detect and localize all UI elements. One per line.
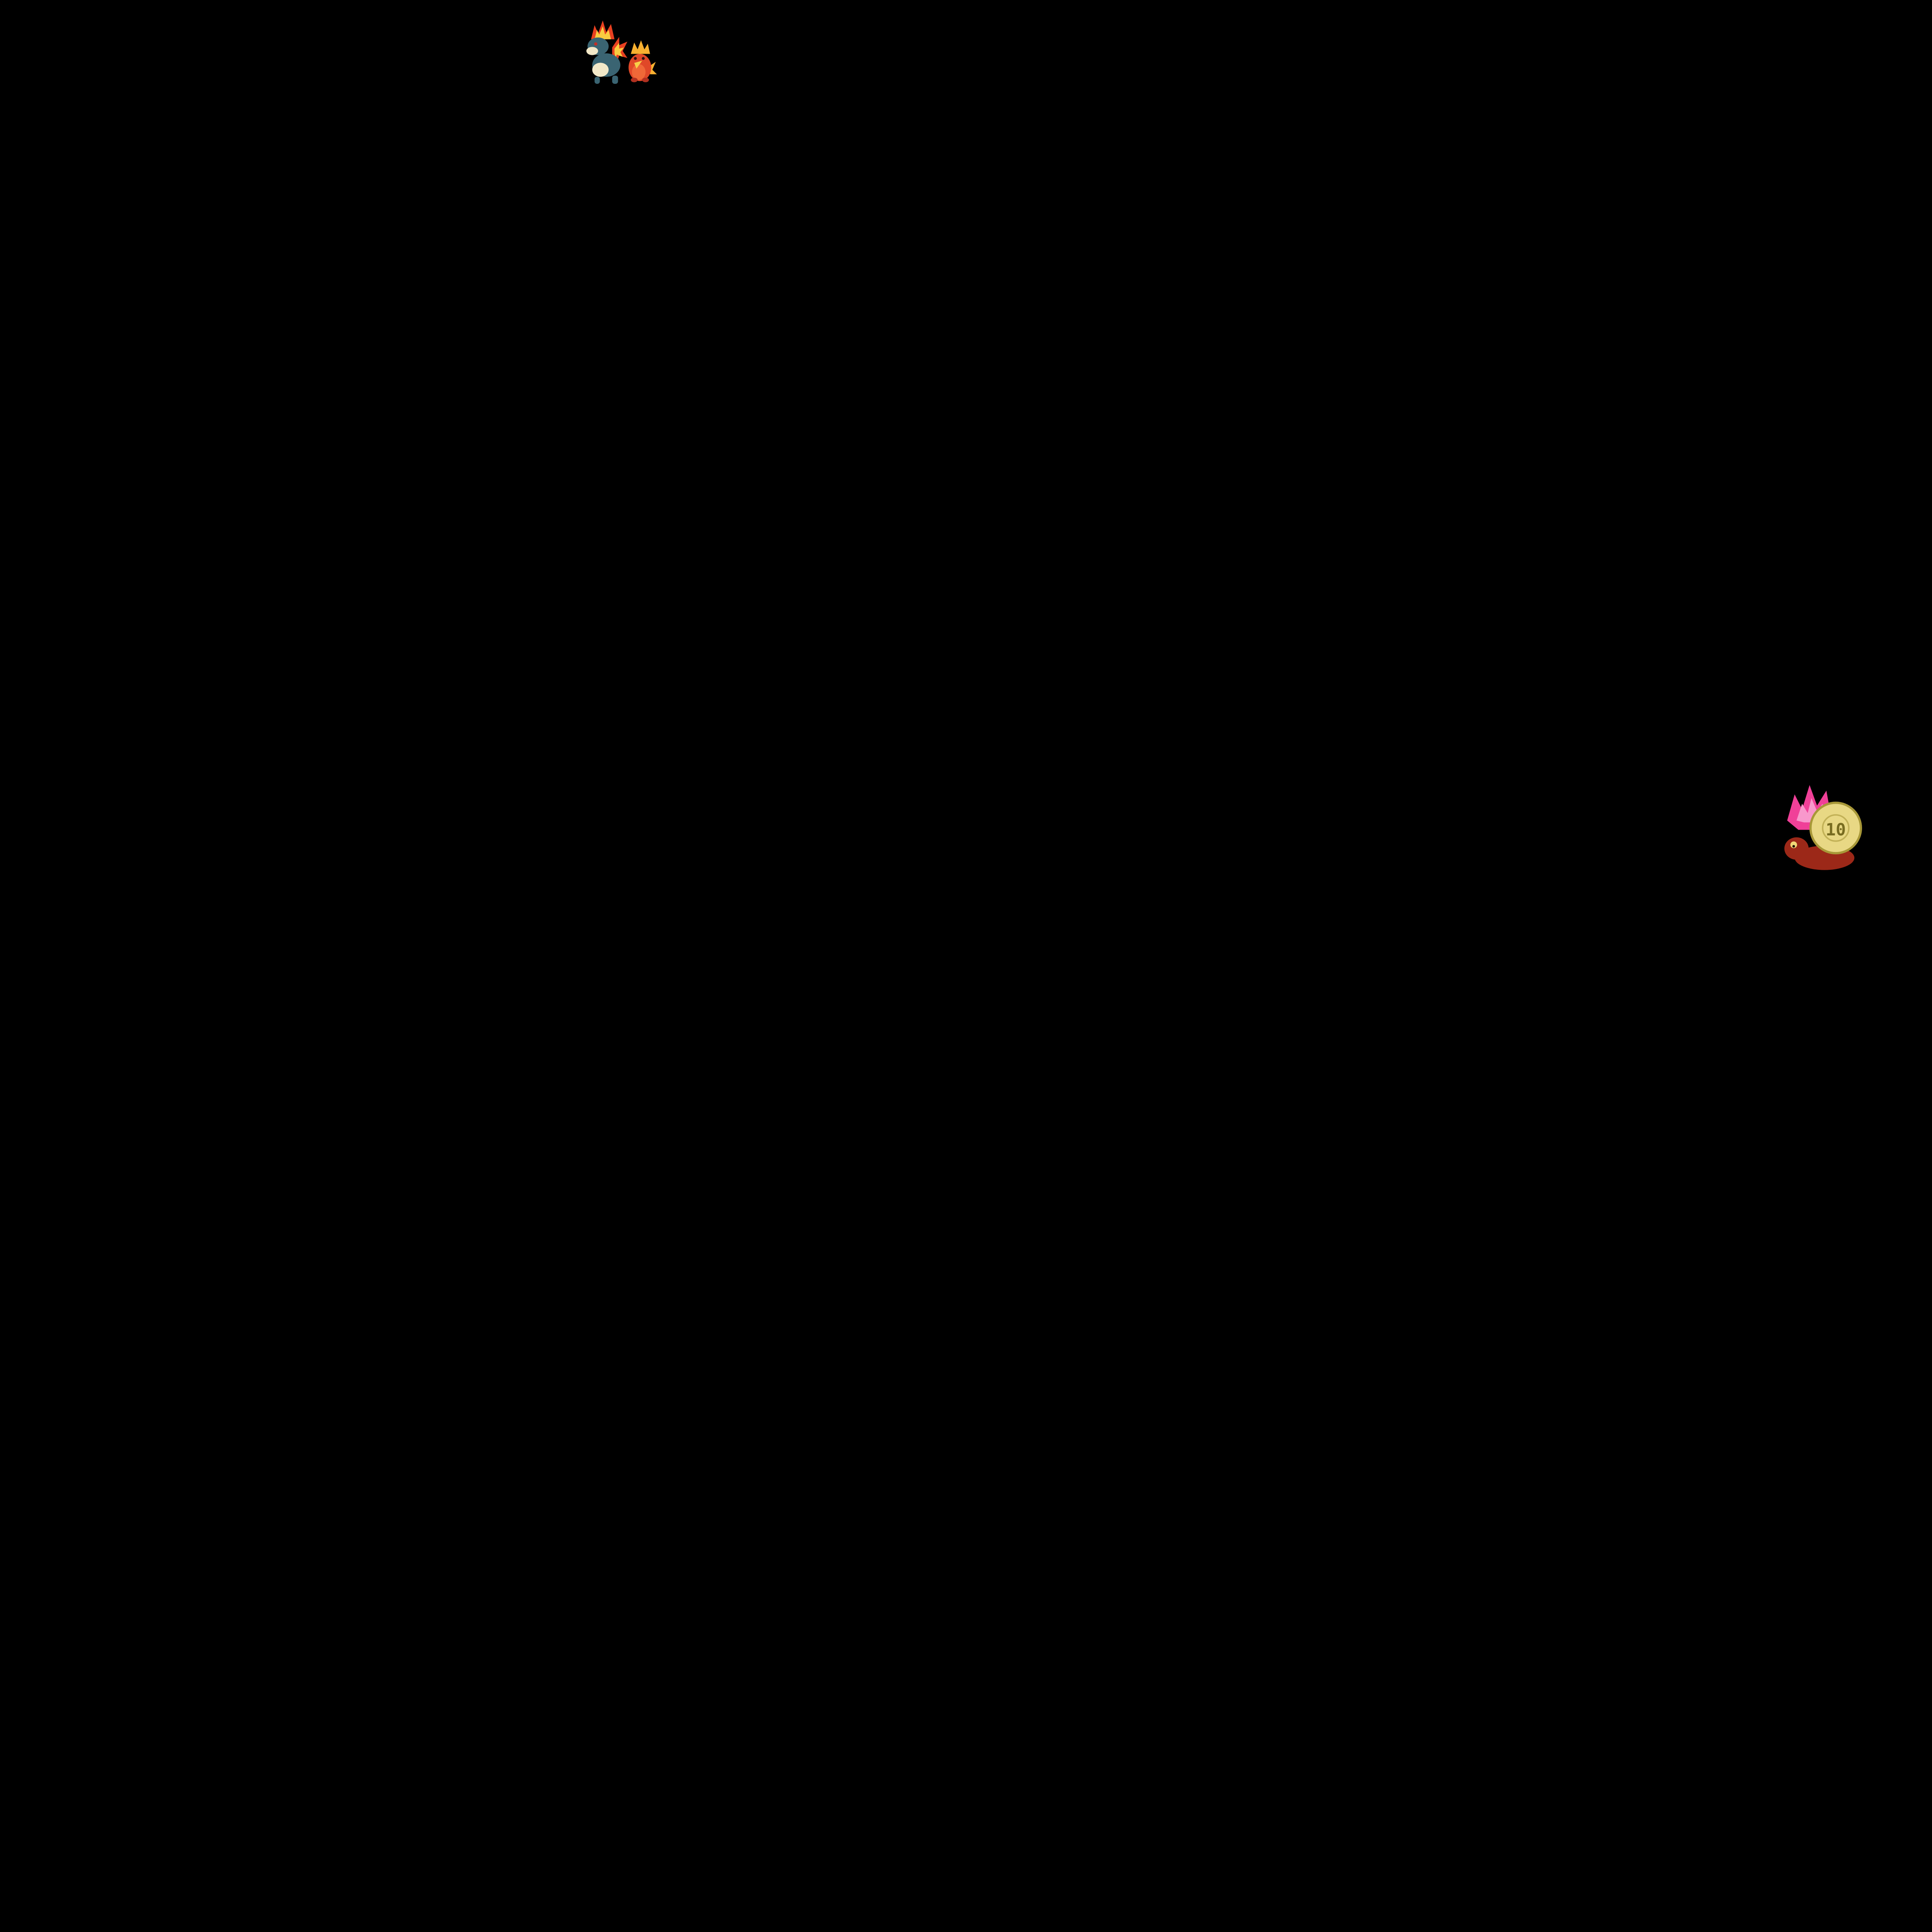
magby-head-flame [631,40,650,54]
quilava-sprite [580,19,628,85]
magby-tail-flame [649,62,657,75]
quilava-eye [594,42,597,46]
magcargo-head [1784,837,1809,860]
magby-beak [634,61,642,69]
quilava-snout [586,47,598,55]
quilava-front-leg [594,77,600,84]
magby-left-eye [634,57,637,60]
magcargo-shell-number: 10 [1826,820,1846,840]
magby-right-eye [641,57,645,60]
quilava-head-flame-inner [594,26,611,39]
magcargo-shell [1809,801,1862,854]
magcargo-sprite: 10 [1777,781,1869,871]
quilava-sprite-image [586,20,628,84]
magcargo-eye [1790,841,1797,849]
magby-left-foot [631,78,638,82]
magby-sprite [623,39,657,85]
quilava-rear-flame-inner [614,43,624,58]
quilava-back-leg [612,75,618,84]
magby-belly [632,64,646,80]
quilava-belly [592,63,609,77]
magby-right-foot [642,78,649,82]
magcargo-pupil [1792,845,1795,848]
magcargo-shell-spiral [1822,814,1850,842]
magby-sprite-image [628,40,657,82]
magcargo-sprite-image: 10 [1784,785,1862,870]
